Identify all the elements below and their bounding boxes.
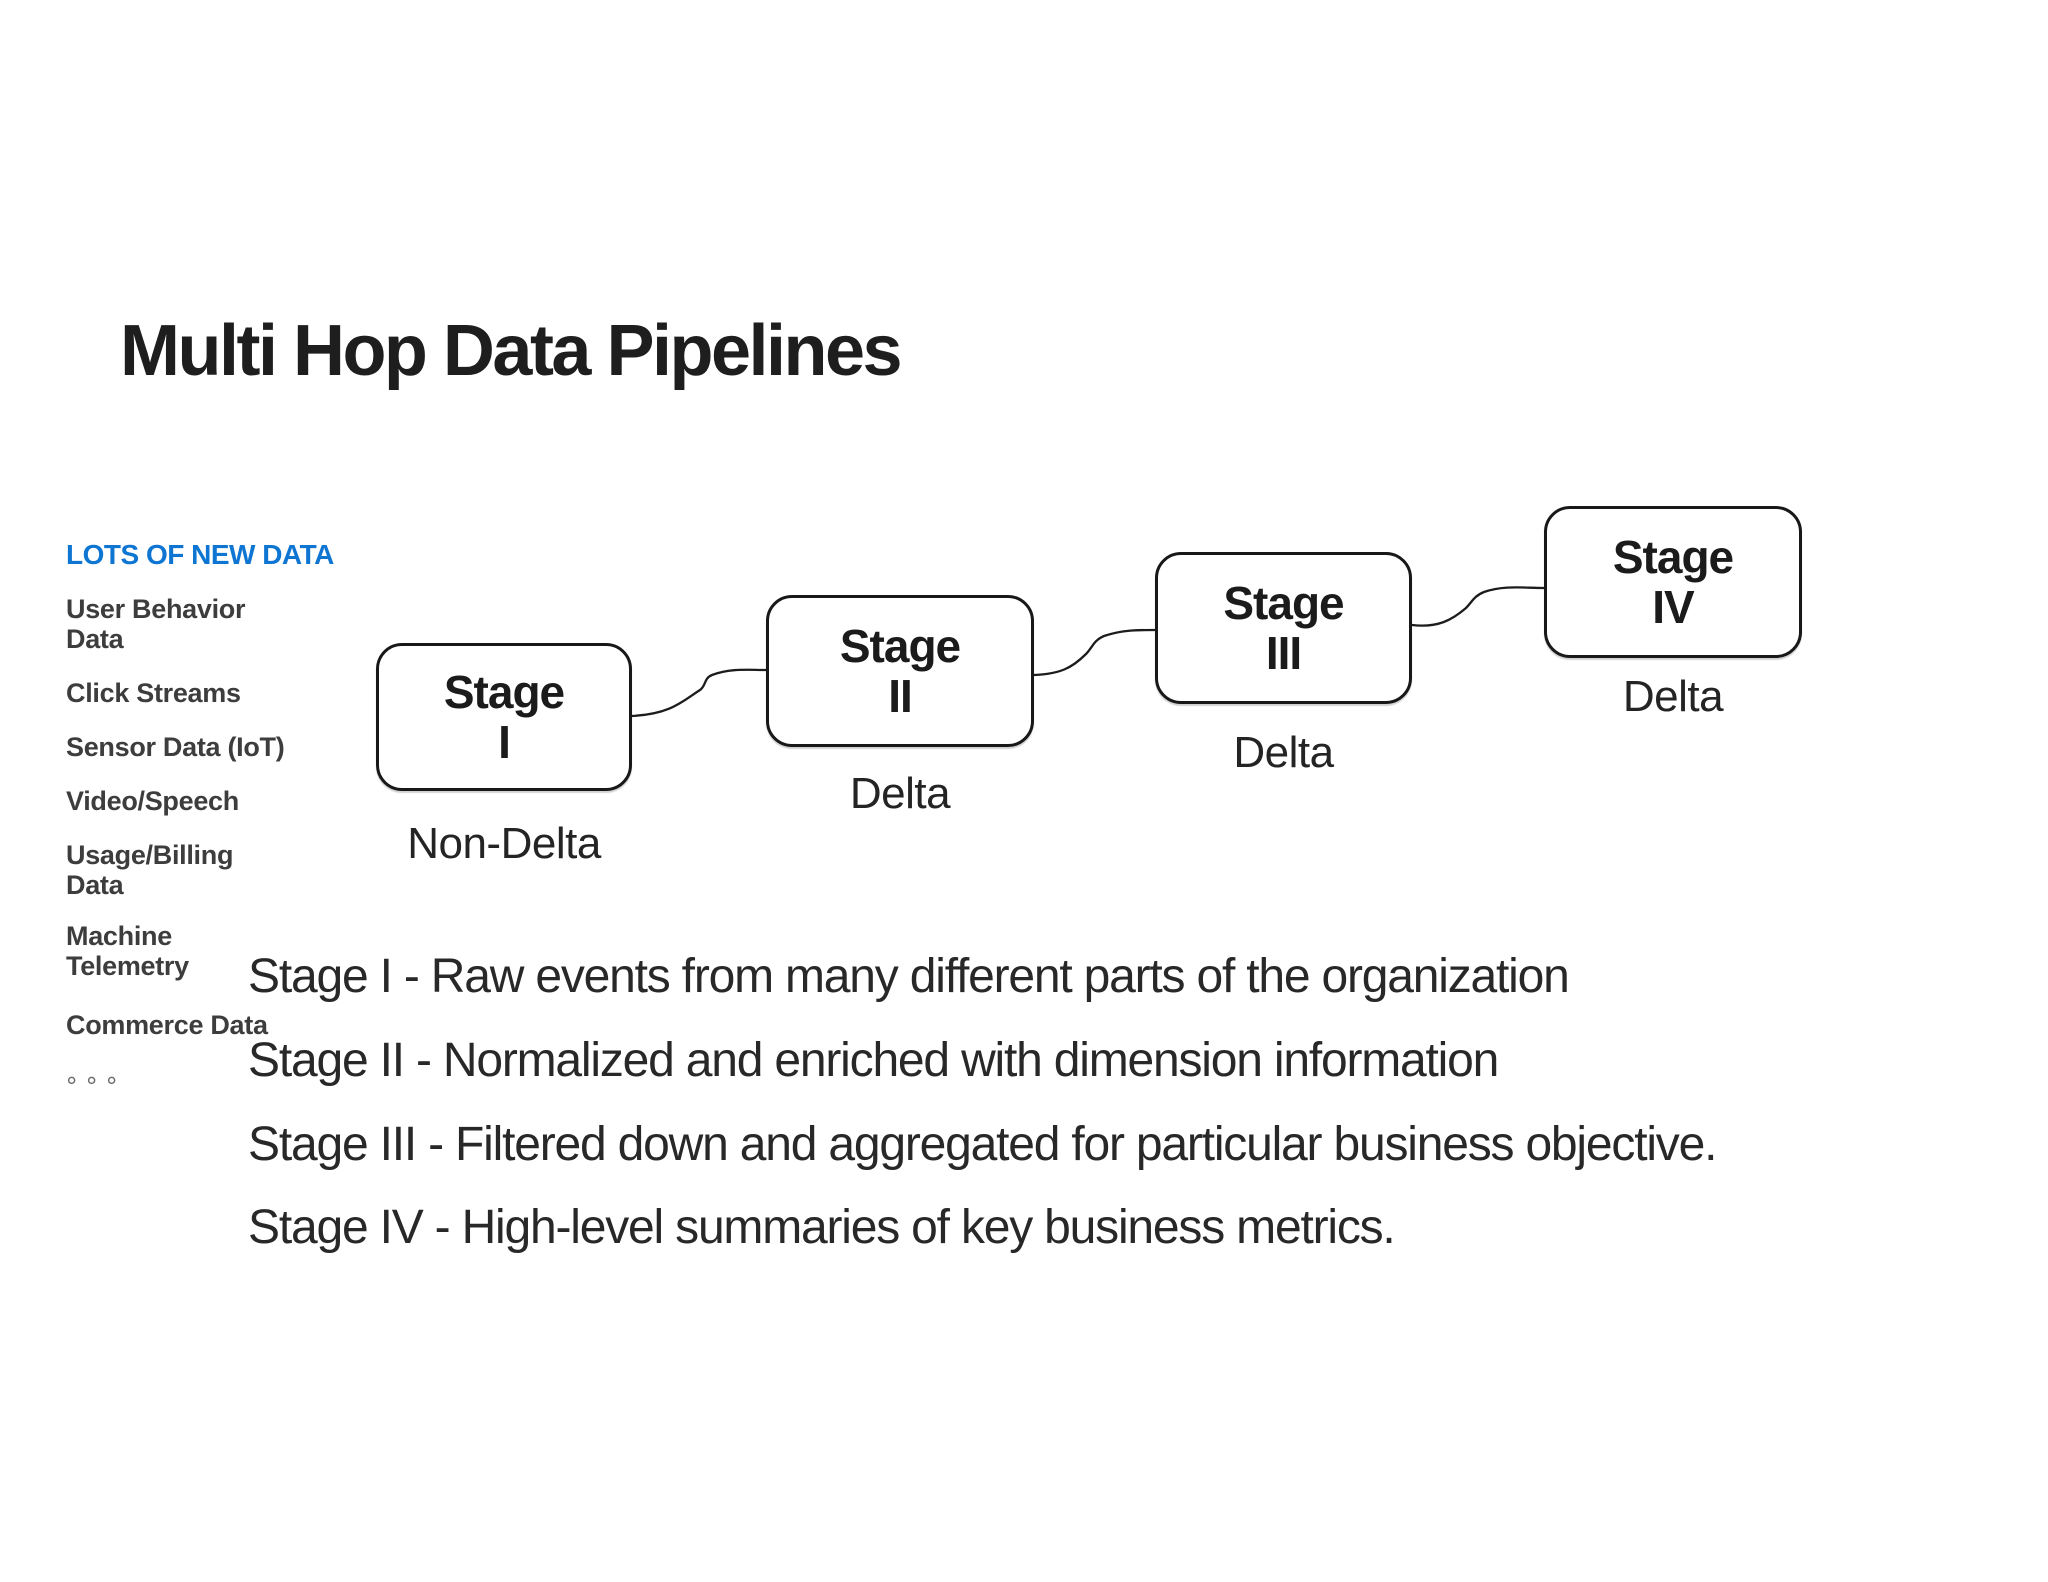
connector-stage2-stage3 [1032,628,1157,677]
new-data-item-commerce-data: Commerce Data [66,1010,268,1040]
stage-box-2: Stage II [766,595,1034,747]
new-data-item-video-speech: Video/Speech [66,786,239,816]
new-data-item-click-streams: Click Streams [66,678,241,708]
stage-description-1: Stage I - Raw events from many different… [248,950,1570,1003]
stage-description-3: Stage III - Filtered down and aggregated… [248,1118,1717,1171]
slide-title: Multi Hop Data Pipelines [120,311,903,391]
storage-label-delta-3: Delta [1233,728,1334,777]
storage-label-delta-2: Delta [849,769,951,818]
new-data-heading: LOTS OF NEW DATA [66,539,334,570]
stage-box-1-label: Stage I [443,666,565,768]
new-data-item-machine-telemetry: Machine Telemetry [66,921,189,981]
connector-stage1-stage2 [630,668,768,718]
stage-box-4-label: Stage IV [1612,531,1734,633]
stage-box-2-label: Stage II [839,620,961,722]
connector-stage3-stage4 [1410,586,1546,627]
more-items-ellipsis-icon: ∘∘∘ [64,1067,125,1094]
stage-box-4: Stage IV [1544,506,1802,658]
storage-label-delta-4: Delta [1622,672,1724,721]
stage-box-1: Stage I [376,643,632,791]
stage-box-3-label: Stage III [1223,577,1344,679]
storage-label-non-delta: Non-Delta [407,819,601,868]
stage-description-4: Stage IV - High-level summaries of key b… [248,1201,1396,1254]
stage-description-2: Stage II - Normalized and enriched with … [248,1034,1499,1087]
new-data-item-user-behavior: User Behavior Data [66,594,246,654]
stage-box-3: Stage III [1155,552,1412,704]
new-data-item-sensor-data: Sensor Data (IoT) [66,732,285,762]
new-data-item-usage-billing: Usage/Billing Data [66,840,234,900]
